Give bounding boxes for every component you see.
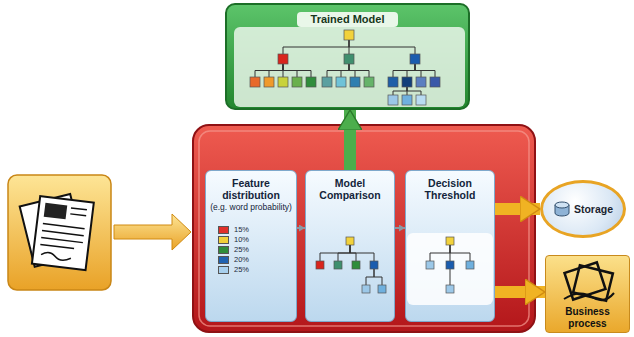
tree-icon — [406, 233, 494, 305]
tree-icon — [306, 233, 394, 305]
tree-icon — [233, 27, 466, 107]
node-title: Feature distribution — [210, 177, 292, 201]
comparison-panel: Model Comparison — [305, 170, 395, 322]
percent-value: 15% — [234, 225, 249, 234]
flow-arrow — [495, 286, 545, 298]
distribution-row: 20% — [218, 255, 292, 265]
storage-circle: Storage — [540, 180, 626, 238]
input-arrow — [114, 214, 191, 250]
business-box: Business process — [545, 255, 630, 333]
distribution-row: 15% — [218, 225, 292, 235]
business-icon — [558, 259, 618, 305]
flow-arrow — [344, 110, 356, 170]
flow-arrow — [297, 227, 305, 229]
color-swatch — [218, 256, 229, 264]
node-title: Trained Model — [297, 12, 399, 27]
color-swatch — [218, 246, 229, 254]
node-title: Storage — [574, 203, 613, 215]
threshold-panel: Decision Threshold — [405, 170, 495, 322]
node-title: Model Comparison — [310, 177, 390, 201]
node-subtitle: (e.g. word probability) — [210, 203, 292, 213]
document-icon — [8, 175, 111, 290]
flow-arrow — [395, 227, 405, 229]
node-title: Decision Threshold — [410, 177, 490, 201]
distribution-list: 15%10%25%20%25% — [218, 225, 292, 275]
flow-arrow — [495, 203, 540, 215]
percent-value: 25% — [234, 265, 249, 274]
node-title: Business process — [548, 306, 627, 329]
distribution-row: 25% — [218, 265, 292, 275]
color-swatch — [218, 266, 229, 274]
color-swatch — [218, 236, 229, 244]
distribution-row: 25% — [218, 245, 292, 255]
model-box: Trained Model — [225, 3, 470, 110]
distribution-row: 10% — [218, 235, 292, 245]
process-frame — [193, 125, 535, 332]
frame-highlight — [199, 131, 529, 326]
percent-value: 20% — [234, 255, 249, 264]
percent-value: 25% — [234, 245, 249, 254]
color-swatch — [218, 226, 229, 234]
storage-icon — [553, 201, 571, 217]
feature-panel: Feature distribution (e.g. word probabili… — [205, 170, 297, 322]
percent-value: 10% — [234, 235, 249, 244]
